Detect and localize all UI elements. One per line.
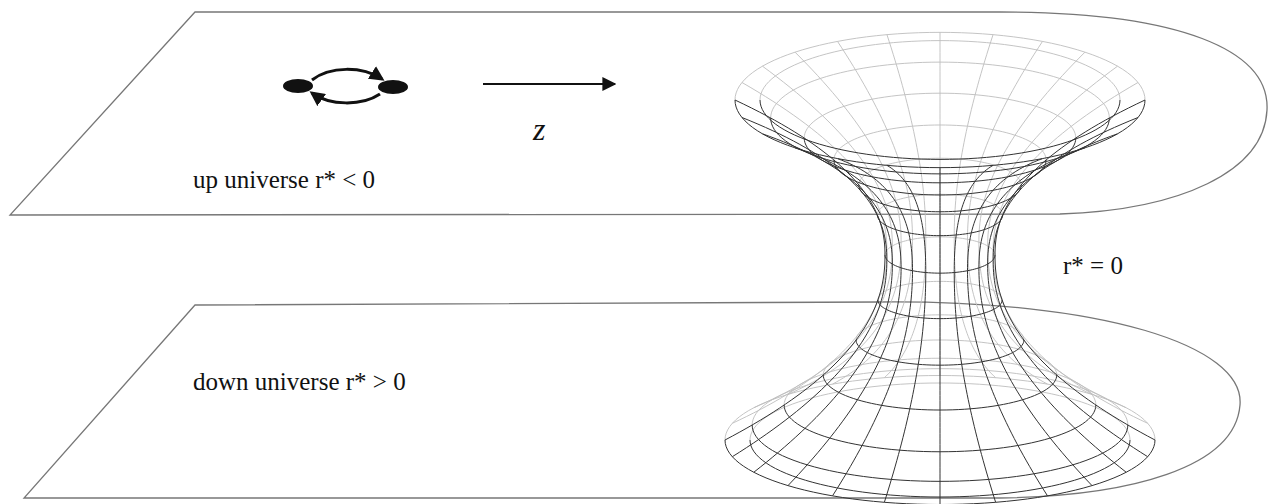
region-label: down universe r* > 0 bbox=[193, 368, 406, 396]
region-label: r* = 0 bbox=[1063, 252, 1123, 280]
down-universe-sheet bbox=[24, 302, 1240, 498]
region-label: up universe r* < 0 bbox=[193, 166, 375, 194]
wormhole-mesh bbox=[725, 32, 1155, 504]
binary-system-icon bbox=[283, 69, 408, 103]
z-direction-arrow bbox=[483, 83, 615, 85]
up-universe-sheet bbox=[10, 12, 1267, 215]
axis-label: z bbox=[533, 112, 545, 147]
